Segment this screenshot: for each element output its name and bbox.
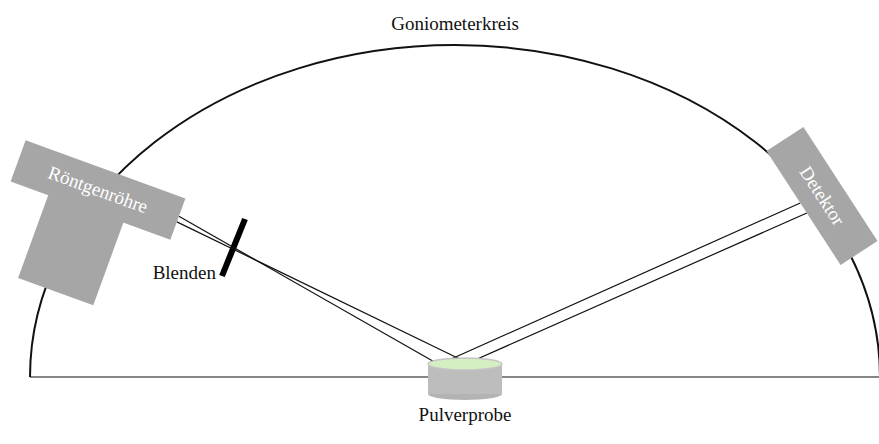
sample-cylinder [395,356,535,400]
detector-box: Detektor [767,127,878,265]
x-ray-beam [440,203,800,364]
x-ray-beam [179,216,438,364]
sample-label: Pulverprobe [395,404,535,426]
device-label: Detektor [795,162,850,230]
x-ray-beam [466,213,807,364]
circle-label: Goniometerkreis [391,13,519,36]
x-ray-beam [177,222,470,364]
powder-sample: Pulverprobe [395,356,535,426]
aperture-label: Blenden [153,262,216,285]
